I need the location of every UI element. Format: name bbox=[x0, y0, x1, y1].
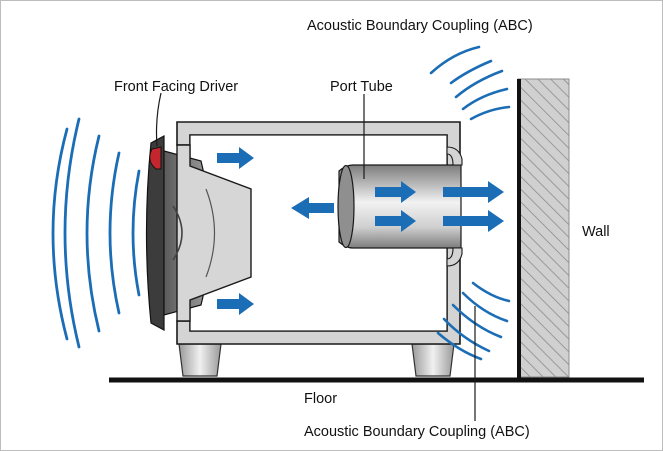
driver-frame bbox=[145, 134, 165, 332]
port-tube bbox=[338, 164, 462, 249]
arrow-lower-left bbox=[217, 293, 254, 315]
driver-surround bbox=[149, 146, 162, 170]
foot-right bbox=[411, 343, 455, 377]
wall bbox=[517, 78, 570, 378]
airflow-arrows bbox=[217, 147, 504, 315]
arrow-exit-1 bbox=[443, 181, 504, 203]
label-abc-top: Acoustic Boundary Coupling (ABC) bbox=[307, 18, 533, 34]
driver-spider bbox=[205, 188, 216, 278]
leader-lines bbox=[155, 92, 476, 421]
front-sound-waves bbox=[51, 117, 141, 349]
port-tube-inlet bbox=[337, 164, 355, 249]
label-floor: Floor bbox=[304, 391, 337, 407]
arrow-inward bbox=[291, 197, 334, 219]
abc-waves-top bbox=[429, 45, 511, 121]
label-abc-bottom: Acoustic Boundary Coupling (ABC) bbox=[304, 424, 530, 440]
port-flare-bottom bbox=[446, 247, 463, 267]
abc-waves-bottom bbox=[436, 281, 511, 361]
label-port-tube: Port Tube bbox=[330, 79, 393, 95]
arrow-port-1 bbox=[375, 181, 416, 203]
label-front-driver: Front Facing Driver bbox=[114, 79, 238, 95]
port-flare-top bbox=[446, 146, 463, 166]
driver-dustcap bbox=[172, 205, 183, 261]
arrow-upper-left bbox=[217, 147, 254, 169]
label-wall: Wall bbox=[582, 224, 610, 240]
arrow-exit-2 bbox=[443, 210, 504, 232]
arrow-port-2 bbox=[375, 210, 416, 232]
leader-front-driver bbox=[155, 92, 162, 147]
foot-left bbox=[178, 343, 222, 377]
